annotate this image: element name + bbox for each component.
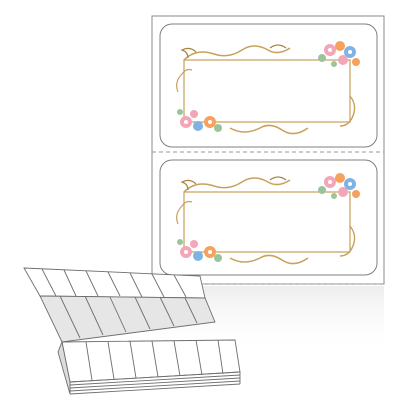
- flower-cluster-top-right: [318, 173, 360, 199]
- gold-scroll-top: [183, 45, 291, 61]
- flower-cluster-bottom-left: [177, 109, 222, 132]
- label-bottom: [159, 159, 378, 276]
- fanfold-stack: [23, 267, 241, 395]
- stack-fold: [39, 295, 216, 343]
- gold-scroll-bottom: [229, 124, 309, 135]
- gold-frame-border: [183, 191, 351, 253]
- label-top-outline: [159, 23, 378, 148]
- flower-cluster-top-right: [318, 41, 360, 67]
- flower-cluster-bottom-left: [177, 239, 222, 262]
- stack-top-perforations: [41, 268, 187, 298]
- gold-scroll-top: [183, 177, 291, 193]
- floral-frame-top: [176, 41, 360, 135]
- stack-edges: [69, 371, 241, 395]
- gold-frame-border: [183, 59, 351, 123]
- gold-scroll-bottom: [229, 254, 309, 265]
- label-top: [159, 23, 378, 148]
- floral-frame-bottom: [176, 173, 360, 265]
